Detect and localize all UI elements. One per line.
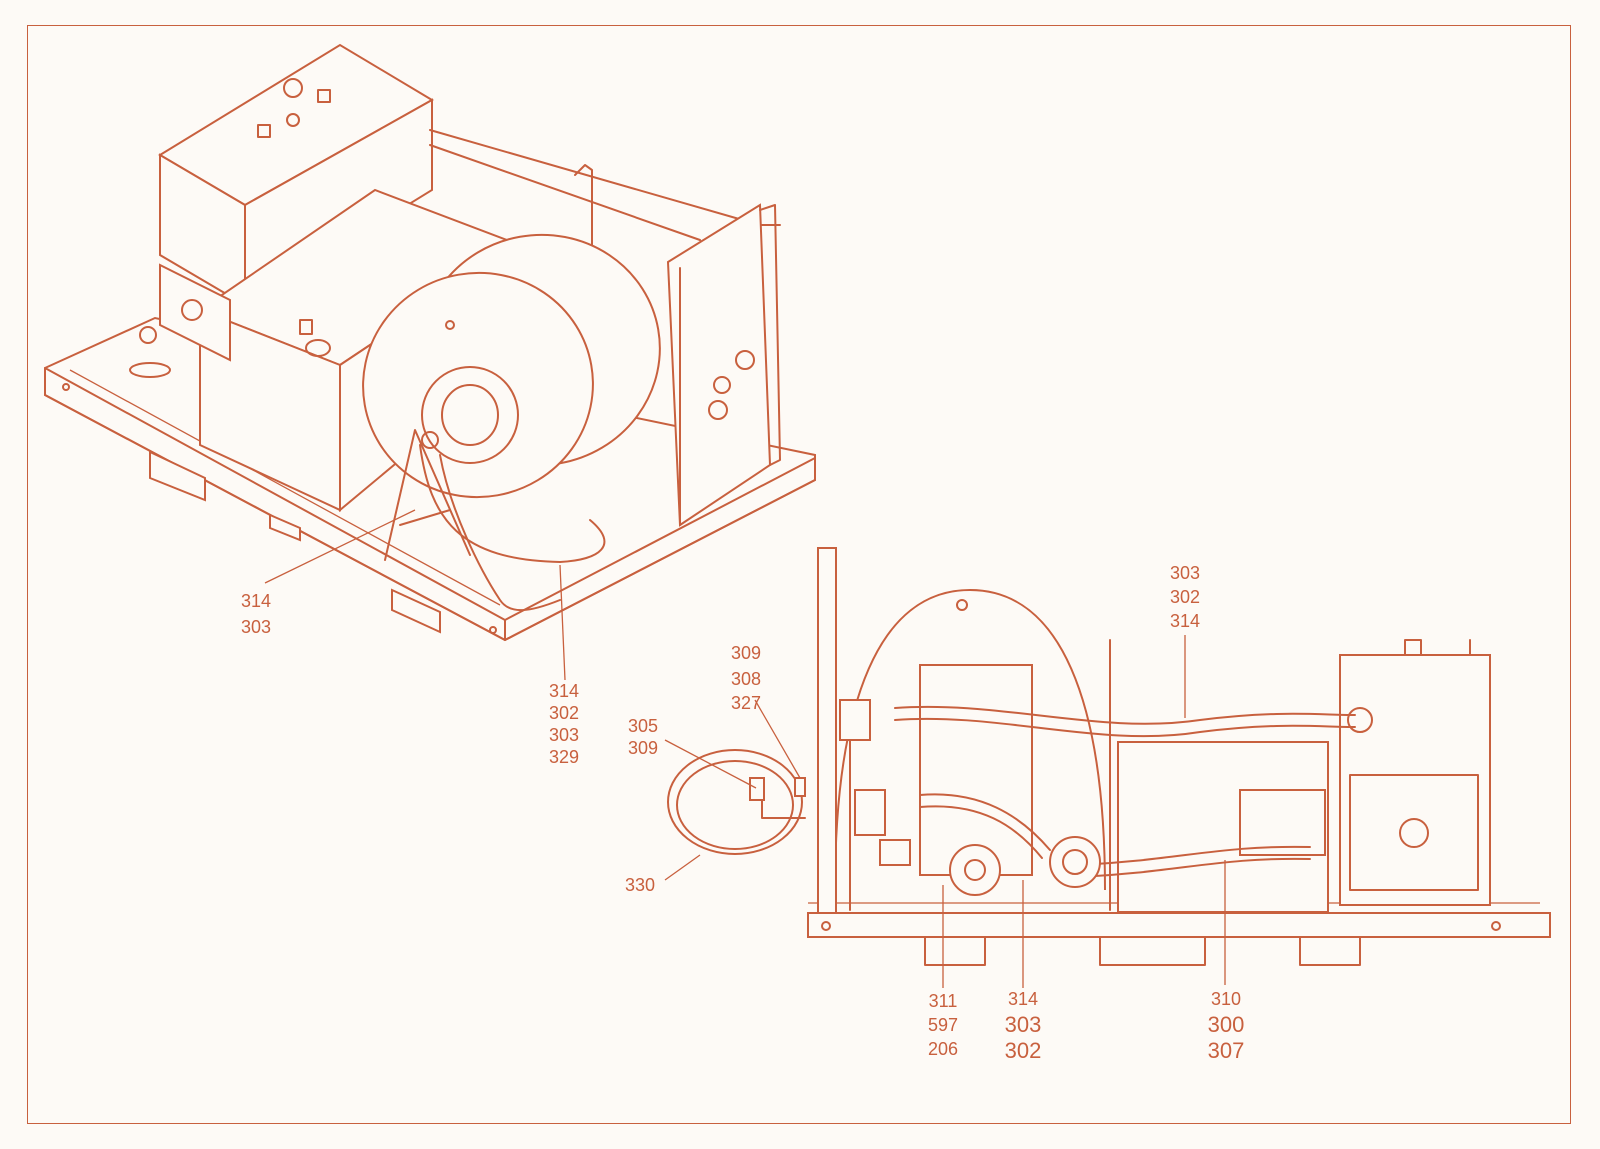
callout-number: 311	[928, 991, 958, 1011]
leader-lines	[264, 509, 1226, 988]
callout-number: 303	[1004, 1012, 1042, 1037]
callout-number: 309	[730, 643, 762, 663]
callout-number: 327	[730, 693, 762, 713]
callout-c9: 310 300 307	[1196, 988, 1256, 1064]
callout-number: 307	[1207, 1038, 1245, 1063]
callout-number: 329	[548, 747, 580, 767]
callout-number: 314	[548, 681, 580, 701]
callout-c2: 314 302 303 329	[534, 680, 594, 768]
callout-c4: 305 309	[613, 715, 673, 759]
callout-number: 310	[1210, 989, 1242, 1009]
callout-number: 302	[1169, 587, 1201, 607]
callout-number: 305	[627, 716, 659, 736]
callout-c8: 314 303 302	[993, 988, 1053, 1064]
isometric-assembly	[44, 43, 816, 642]
callout-c7: 311 597 206	[913, 990, 973, 1060]
callout-c3: 309 308 327	[716, 642, 776, 714]
callout-number: 597	[927, 1015, 959, 1035]
callout-number: 308	[730, 669, 762, 689]
callout-number: 303	[240, 617, 272, 637]
callout-c1: 314 303	[226, 590, 286, 638]
callout-number: 300	[1207, 1012, 1245, 1037]
callout-number: 303	[1169, 563, 1201, 583]
callout-number: 314	[240, 591, 272, 611]
callout-number: 314	[1169, 611, 1201, 631]
callout-number: 314	[1007, 989, 1039, 1009]
callout-number: 309	[627, 738, 659, 758]
callout-number: 303	[548, 725, 580, 745]
callout-number: 330	[624, 875, 656, 895]
callout-number: 302	[1004, 1038, 1042, 1063]
callout-c6: 303 302 314	[1155, 562, 1215, 632]
side-elevation	[807, 547, 1551, 966]
drawing-frame	[27, 25, 1571, 1124]
coiled-hose	[667, 749, 806, 855]
callout-c5: 330	[610, 874, 670, 896]
callout-number: 206	[927, 1039, 959, 1059]
callout-number: 302	[548, 703, 580, 723]
